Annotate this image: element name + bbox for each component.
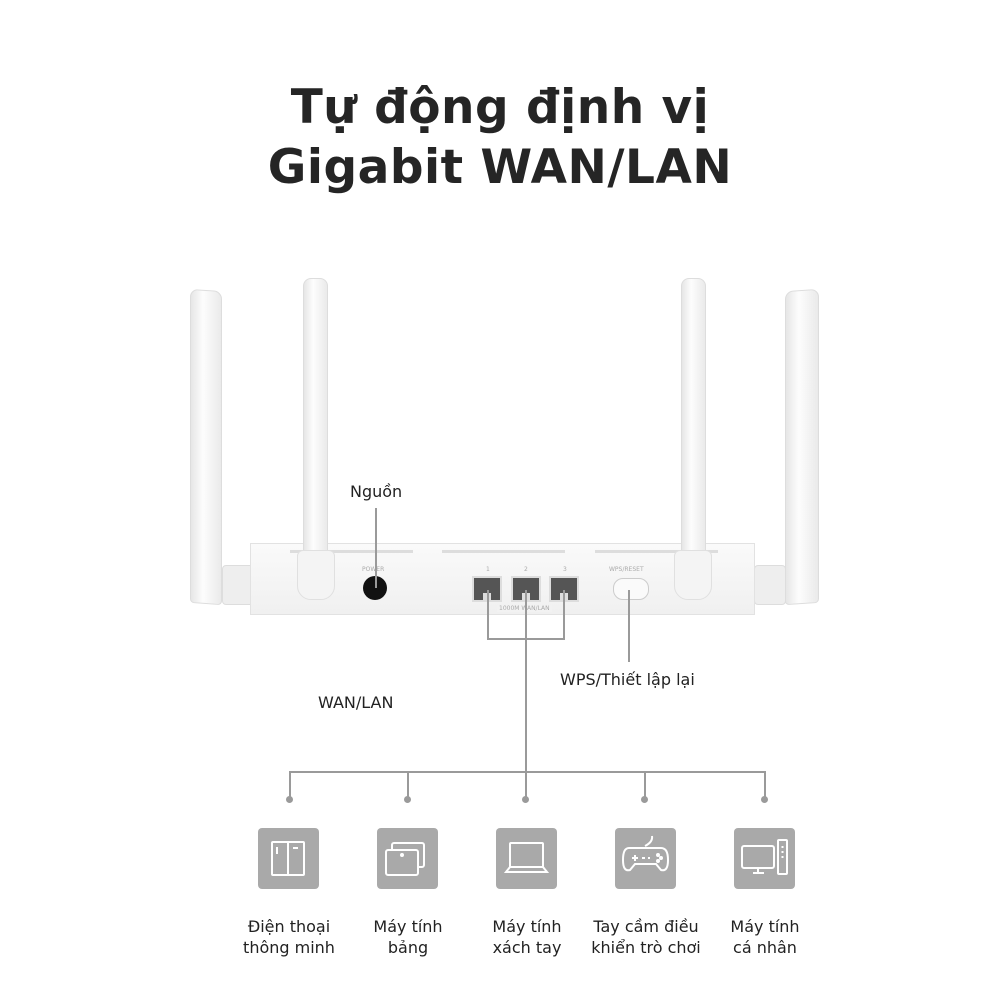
wan-lan-callout: WAN/LAN bbox=[318, 693, 394, 712]
title-line-2: Gigabit WAN/LAN bbox=[267, 140, 733, 195]
antenna-hinge-left bbox=[222, 565, 254, 605]
port-number-2: 2 bbox=[524, 566, 528, 573]
wps-port-label: WPS/RESET bbox=[609, 566, 644, 573]
wps-reset-button bbox=[613, 578, 649, 600]
antenna-inner-right bbox=[681, 278, 706, 570]
antenna-outer-right bbox=[785, 288, 819, 606]
smartphone-icon bbox=[258, 828, 319, 889]
antenna-hinge-right bbox=[754, 565, 786, 605]
antenna-outer-left bbox=[190, 288, 222, 606]
port-number-1: 1 bbox=[486, 566, 490, 573]
gamepad-icon bbox=[615, 828, 676, 889]
tablet-icon bbox=[377, 828, 438, 889]
desktop-pc-icon bbox=[734, 828, 795, 889]
ports-label: 1000M WAN/LAN bbox=[497, 605, 552, 612]
port-number-3: 3 bbox=[563, 566, 567, 573]
laptop-icon bbox=[496, 828, 557, 889]
title-line-1: Tự động định vị bbox=[290, 80, 710, 135]
power-port-label: POWER bbox=[362, 566, 385, 573]
power-callout: Nguồn bbox=[350, 482, 403, 501]
wps-callout: WPS/Thiết lập lại bbox=[560, 670, 695, 689]
antenna-inner-left bbox=[303, 278, 328, 570]
